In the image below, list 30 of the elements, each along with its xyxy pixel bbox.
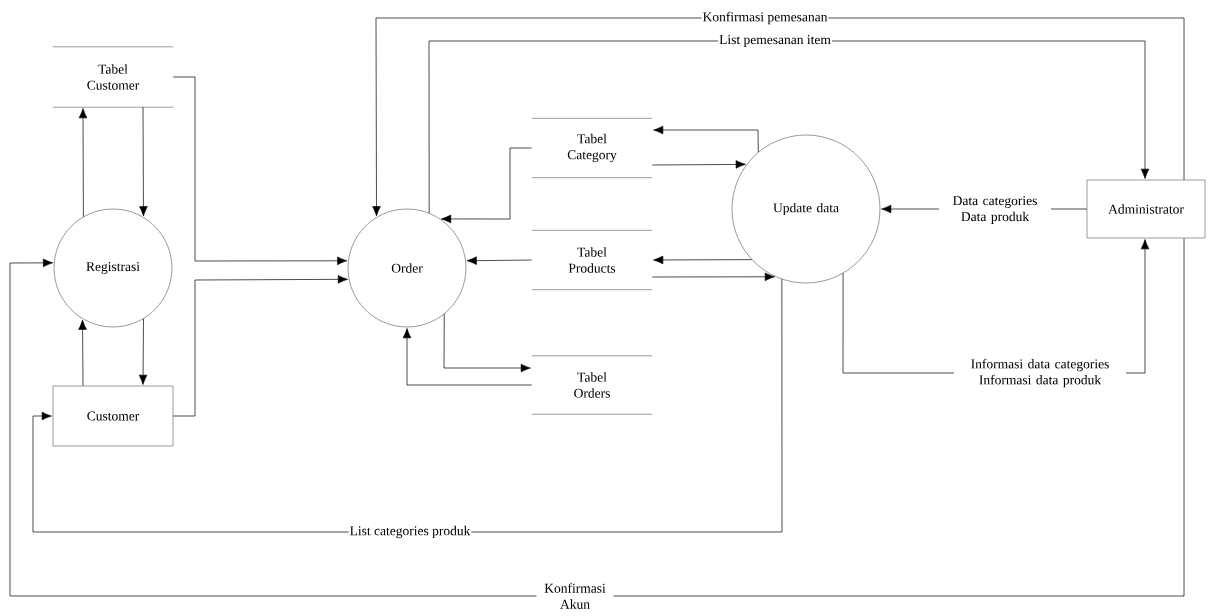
arrow <box>651 272 775 282</box>
edge-label: List pemesanan item <box>718 34 832 48</box>
data-store: Tabel Orders <box>531 355 653 415</box>
edge-label: Konfirmasi pemesanan <box>701 10 829 26</box>
edge-label: List categories produk <box>348 524 472 540</box>
arrow <box>428 40 1150 214</box>
arrow <box>32 278 783 533</box>
arrow <box>372 17 1185 217</box>
arrow <box>466 256 533 265</box>
arrow <box>172 76 348 266</box>
arrow <box>653 255 753 265</box>
edge-label: Data categories Data produk <box>939 195 1051 225</box>
arrow <box>441 147 533 224</box>
arrow <box>138 318 148 385</box>
arrow <box>653 125 759 153</box>
arrow <box>9 237 1185 597</box>
arrow <box>443 313 531 373</box>
entity-box: Administrator <box>1086 179 1206 239</box>
arrow <box>139 106 148 217</box>
data-store: Tabel Products <box>531 230 653 290</box>
edge-label: Konfirmasi Akun <box>536 582 614 610</box>
arrow <box>172 275 348 417</box>
arrow <box>651 160 746 169</box>
data-store: Tabel Customer <box>52 46 174 108</box>
data-store: Tabel Category <box>531 118 653 178</box>
edge-label: Informasi data categories Informasi data produk <box>954 357 1126 389</box>
arrow <box>78 319 87 387</box>
arrow <box>78 108 88 218</box>
entity-box: Customer <box>52 385 174 447</box>
arrow <box>402 328 533 386</box>
